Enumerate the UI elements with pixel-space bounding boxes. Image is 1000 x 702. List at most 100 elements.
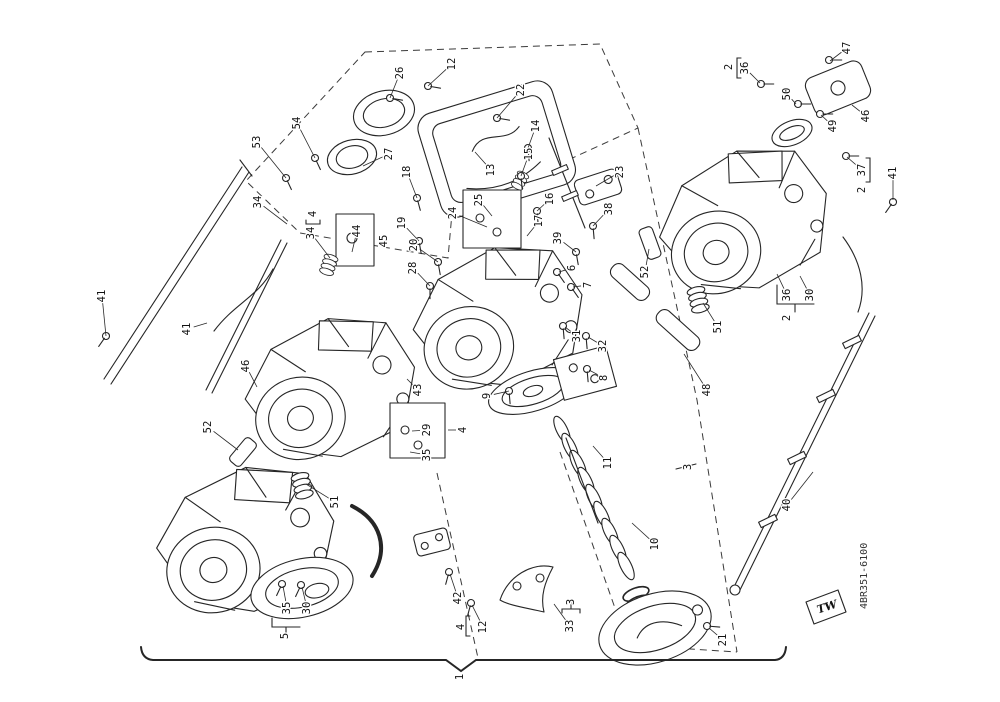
callout-label-41: 41 (887, 167, 899, 180)
callout-leader-48 (683, 353, 704, 385)
callout-label-12: 12 (477, 621, 489, 634)
callout-label-28: 28 (407, 262, 419, 275)
callout-leader-30 (799, 275, 808, 289)
callout-label-52: 52 (202, 421, 214, 434)
callout-leader-26 (389, 79, 398, 99)
callout-leader-16 (536, 203, 546, 212)
callout-label-35: 35 (421, 449, 433, 462)
callout-label-38: 38 (603, 203, 615, 216)
callout-leader-44 (351, 237, 356, 253)
callout-leader-39 (563, 241, 577, 253)
callout-label-14: 14 (530, 120, 542, 133)
callout-leader-6 (558, 269, 566, 273)
callout-leader-13 (474, 151, 487, 166)
callout-label-20: 20 (408, 239, 420, 252)
callout-leader-35 (282, 585, 287, 602)
callout-brackets (271, 57, 871, 637)
callout-leader-41 (102, 302, 107, 337)
callout-label-1: 1 (454, 674, 466, 680)
callout-leader-21 (708, 627, 718, 636)
callout-label-18: 18 (401, 166, 413, 179)
callout-leader-47 (829, 51, 842, 62)
callout-label-16: 16 (544, 193, 556, 206)
carburetor-body-lower-left (143, 451, 383, 630)
callout-leader-31 (564, 326, 572, 333)
callout-leader-7 (572, 285, 582, 288)
callout-label-43: 43 (412, 384, 424, 397)
callout-leader-40 (791, 471, 814, 500)
callout-leader-27 (362, 156, 383, 167)
callout-leader-35 (409, 451, 421, 455)
callout-leader-46 (851, 104, 861, 112)
fuel-joint-tubes (229, 226, 701, 467)
manufacturer-logo: TW (805, 589, 847, 625)
callout-label-37: 37 (856, 164, 868, 177)
callout-leader-38 (592, 213, 605, 227)
callout-label-51: 51 (329, 496, 341, 509)
callout-leader-30 (301, 586, 306, 602)
callout-label-32: 32 (597, 340, 609, 353)
callout-label-8: 8 (598, 375, 610, 381)
callout-label-50: 50 (781, 88, 793, 101)
callout-label-22: 22 (515, 84, 527, 97)
callout-label-6: 6 (566, 265, 578, 271)
callout-leader-32 (587, 336, 598, 343)
bottom-brace (140, 646, 787, 673)
callout-leader-51 (702, 302, 715, 322)
callout-leader-54 (299, 129, 316, 159)
slide-diaphragm-assembly (488, 367, 712, 666)
callout-leader-52 (645, 248, 650, 266)
callout-label-2: 2 (856, 187, 868, 193)
callout-label-40: 40 (781, 499, 793, 512)
callout-label-12: 12 (446, 58, 458, 71)
callout-leader-34 (263, 205, 288, 225)
callout-label-53: 53 (251, 136, 263, 149)
callout-label-27: 27 (383, 148, 395, 161)
callout-leader-9 (493, 390, 510, 395)
callout-label-30: 30 (804, 289, 816, 302)
callout-leader-53 (261, 147, 287, 179)
callout-label-49: 49 (827, 120, 839, 133)
callout-leader-12 (471, 604, 481, 621)
callout-leader-18 (409, 178, 418, 199)
callout-label-45: 45 (378, 235, 390, 248)
callout-label-41: 41 (181, 323, 193, 336)
callout-label-11: 11 (602, 457, 614, 470)
callout-label-4: 4 (455, 624, 467, 630)
callout-label-10: 10 (649, 538, 661, 551)
callout-leader-24 (459, 215, 488, 228)
carburetor-body-right (641, 128, 849, 313)
callout-label-29: 29 (421, 424, 433, 437)
callout-leader-41 (193, 322, 208, 328)
callout-label-51: 51 (712, 321, 724, 334)
callout-leader-51 (305, 483, 330, 499)
callout-label-24: 24 (447, 207, 459, 220)
callout-leader-28 (417, 272, 431, 287)
callout-label-4: 4 (457, 427, 469, 433)
callout-label-39: 39 (552, 232, 564, 245)
callout-label-13: 13 (485, 164, 497, 177)
callout-label-30: 30 (301, 602, 313, 615)
callout-leader-36 (776, 273, 785, 289)
callout-label-34: 34 (252, 196, 264, 209)
callout-label-36: 36 (781, 289, 793, 302)
callout-leader-25 (483, 205, 493, 217)
callout-label-5: 5 (279, 633, 291, 639)
callout-label-44: 44 (351, 225, 363, 238)
throttle-rod (729, 236, 876, 596)
callout-label-25: 25 (473, 194, 485, 207)
callout-layer: 2612225453271318141516233825241719203945… (95, 40, 901, 681)
jet-and-bracket-parts (335, 137, 623, 613)
callout-label-15: 15 (523, 148, 535, 161)
callout-label-9: 9 (481, 393, 493, 399)
callout-leader-17 (526, 226, 535, 237)
callout-leader-8 (588, 369, 599, 376)
callout-leader-12 (427, 68, 448, 87)
callout-leader-43 (406, 378, 414, 386)
callout-label-48: 48 (701, 384, 713, 397)
callout-leader-11 (592, 445, 604, 459)
callout-label-4: 4 (307, 211, 319, 217)
callout-label-21: 21 (717, 634, 729, 647)
callout-label-41: 41 (96, 290, 108, 303)
